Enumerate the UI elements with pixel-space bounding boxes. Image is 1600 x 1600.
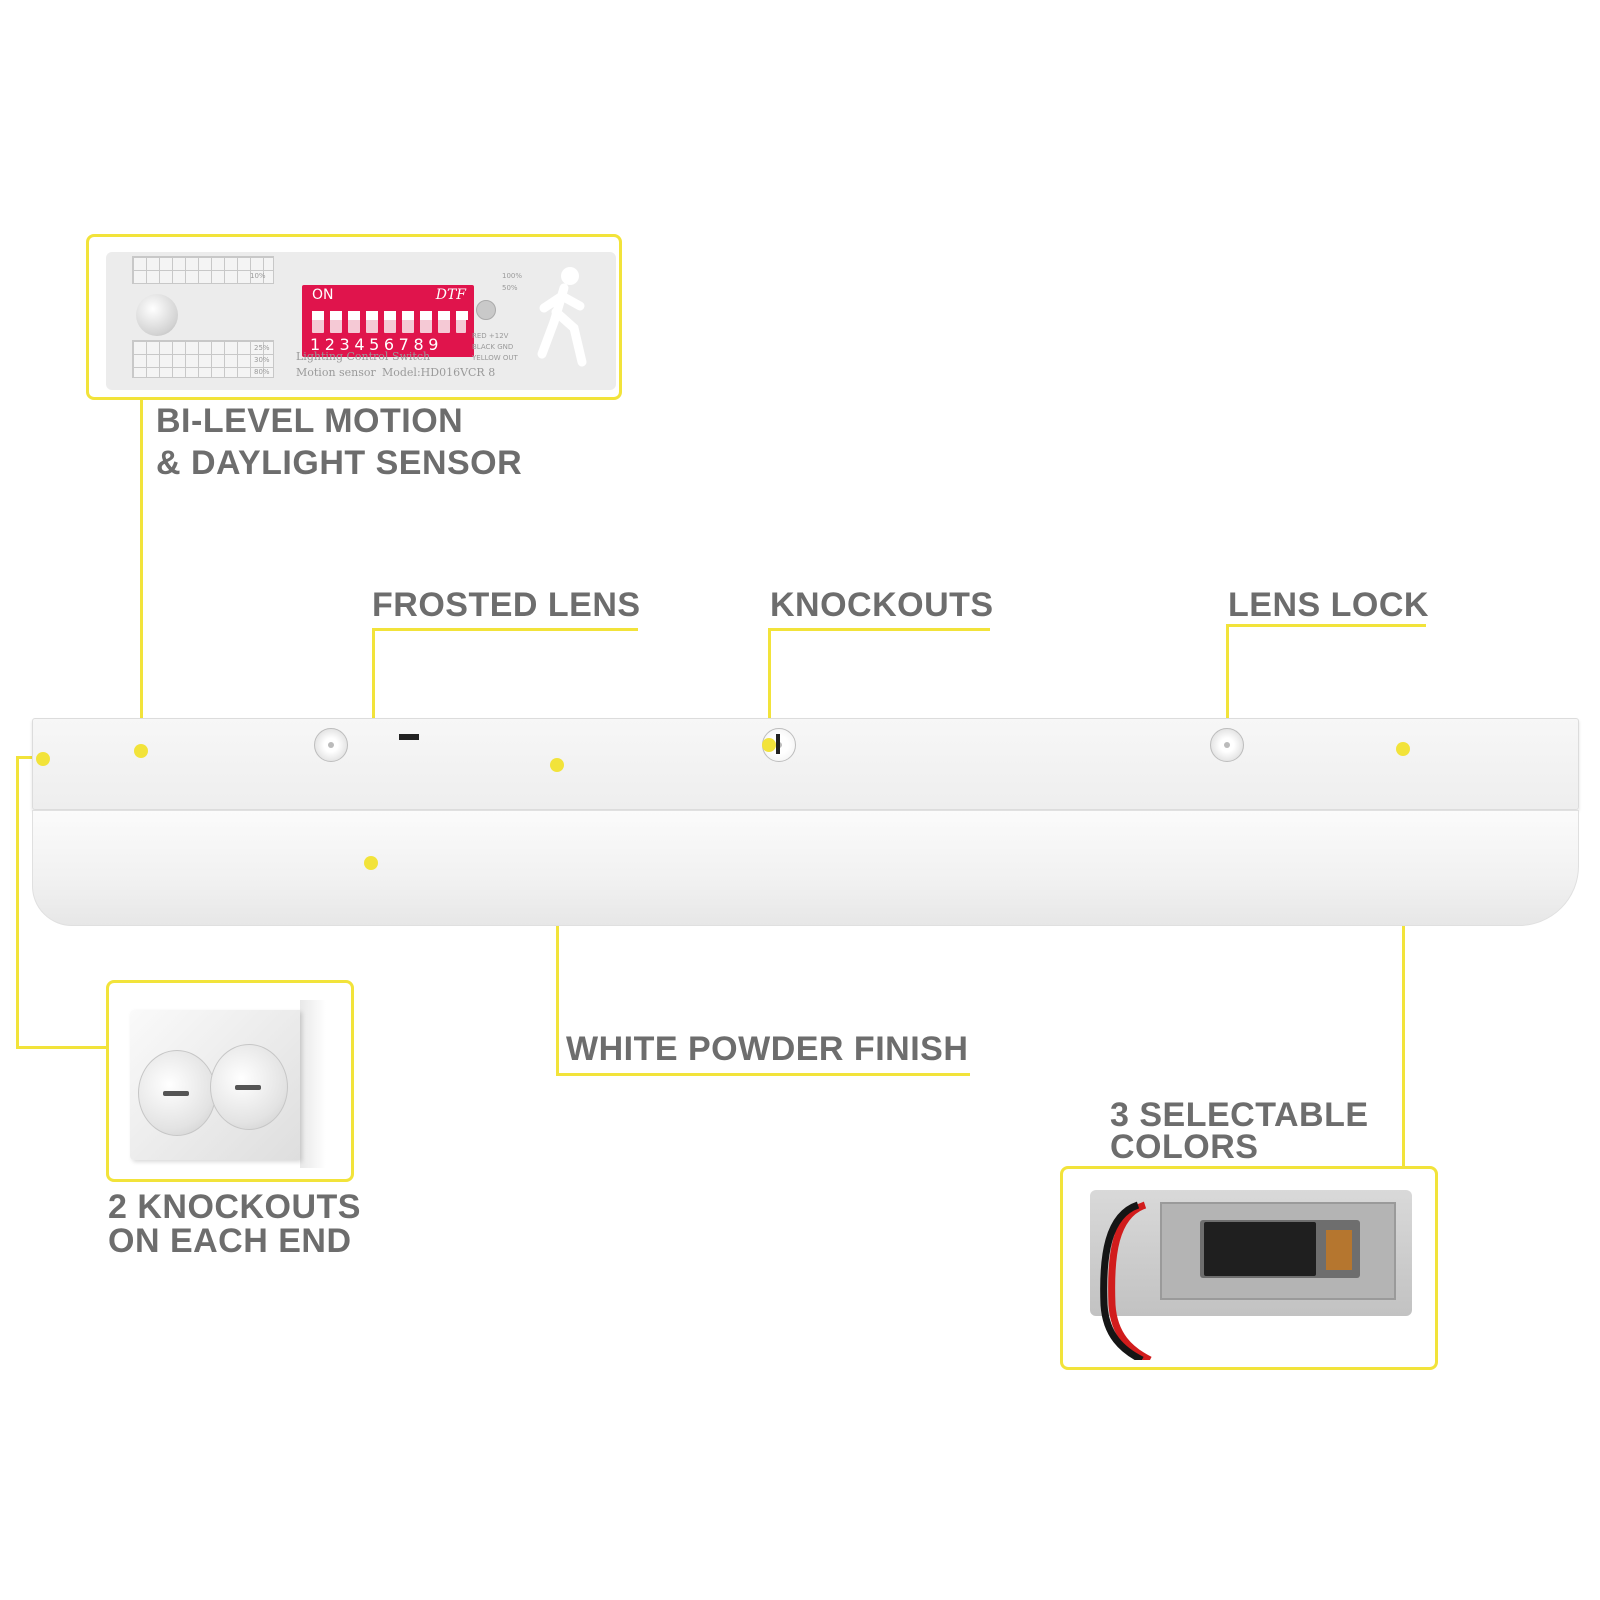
sensor-label-line1: BI-LEVEL MOTION [156,402,464,440]
lens-lock-underline [1226,624,1426,627]
end-leader-bottom [16,1046,108,1049]
wire-yellow-text: YELLOW OUT [472,354,518,362]
dip-switch [366,311,378,333]
knockout-slot [163,1091,189,1096]
frosted-lens [32,810,1579,926]
lighting-control-text: Lighting Control Switch [296,350,431,363]
sensor-table-top [132,256,274,284]
wire-red-text: RED +12V [472,332,509,340]
sensor-pct-10: 10% [250,272,266,280]
knockouts-label: KNOCKOUTS [770,586,994,624]
fixture-housing [32,718,1579,810]
frosted-lens-underline [372,628,638,631]
end-cap-plate [130,1010,300,1160]
dip-on-label: ON [312,287,334,303]
sensor-table-bottom [132,340,274,378]
dip-switch [312,311,324,333]
slot-indicator [399,734,419,740]
dip-switch [402,311,414,333]
sensor-pct-50: 50% [502,284,518,292]
knockouts-leader-line [768,628,771,744]
selectable-colors-label-line2: COLORS [1110,1128,1259,1166]
end-leader-vertical [16,756,19,1048]
finish-callout-dot [550,758,564,772]
selectable-colors-label-line1: 3 SELECTABLE [1110,1096,1369,1134]
motion-sensor-text: Motion sensor [296,366,376,379]
end-leader-top [16,756,42,759]
time-knob-icon [136,294,178,336]
sensor-pct-25: 25% [254,344,270,352]
knockout-slot [235,1085,261,1090]
model-text: Model:HD016VCR 8 [382,366,496,379]
colors-callout-dot [1396,742,1410,756]
white-powder-finish-label: WHITE POWDER FINISH [566,1030,969,1068]
dip-switch [384,311,396,333]
frosted-lens-label: FROSTED LENS [372,586,641,624]
dip-switch [438,311,450,333]
walking-person-icon [537,267,587,367]
knockout-slot [776,734,780,754]
end-callout-dot [36,752,50,766]
lens-lock-leader-line [1226,624,1229,744]
sensor-pct-100: 100% [502,272,523,280]
lens-lock-icon [1210,728,1244,762]
wire-black-text: BLACK GND [472,343,514,351]
knockouts-callout-dot [762,738,776,752]
dip-numbers: 123456789 [310,335,444,354]
screw-icon [314,728,348,762]
switch-slider [1204,1222,1316,1276]
wire-icon [1100,1201,1152,1360]
switch-contact [1326,1230,1352,1270]
end-cap-side [300,1000,326,1168]
knockout-disc-icon [138,1050,216,1136]
sensor-pct-30: 30% [254,356,270,364]
lens-callout-dot [364,856,378,870]
sensor-leader-line [140,394,143,750]
dip-brand: DTF [435,287,466,303]
dip-switch [348,311,360,333]
range-dial-icon [476,300,496,320]
colors-leader-line [1402,748,1405,1168]
knockouts-underline [768,628,990,631]
lens-lock-label: LENS LOCK [1228,586,1429,624]
dip-switch [456,311,468,333]
sensor-label-line2: & DAYLIGHT SENSOR [156,444,523,482]
end-knockouts-label-line1: 2 KNOCKOUTS [108,1188,361,1226]
sensor-callout-dot [134,744,148,758]
end-knockouts-label-line2: ON EACH END [108,1222,352,1260]
dip-switch [420,311,432,333]
dip-switch-block: ON DTF 123456789 [302,285,474,357]
sensor-pct-80: 80% [254,368,270,376]
knockout-disc-icon [210,1044,288,1130]
finish-underline [556,1073,970,1076]
dip-switch [330,311,342,333]
sensor-panel: 10% 25% 30% 80% ON DTF 123456789 Lightin… [106,252,616,390]
